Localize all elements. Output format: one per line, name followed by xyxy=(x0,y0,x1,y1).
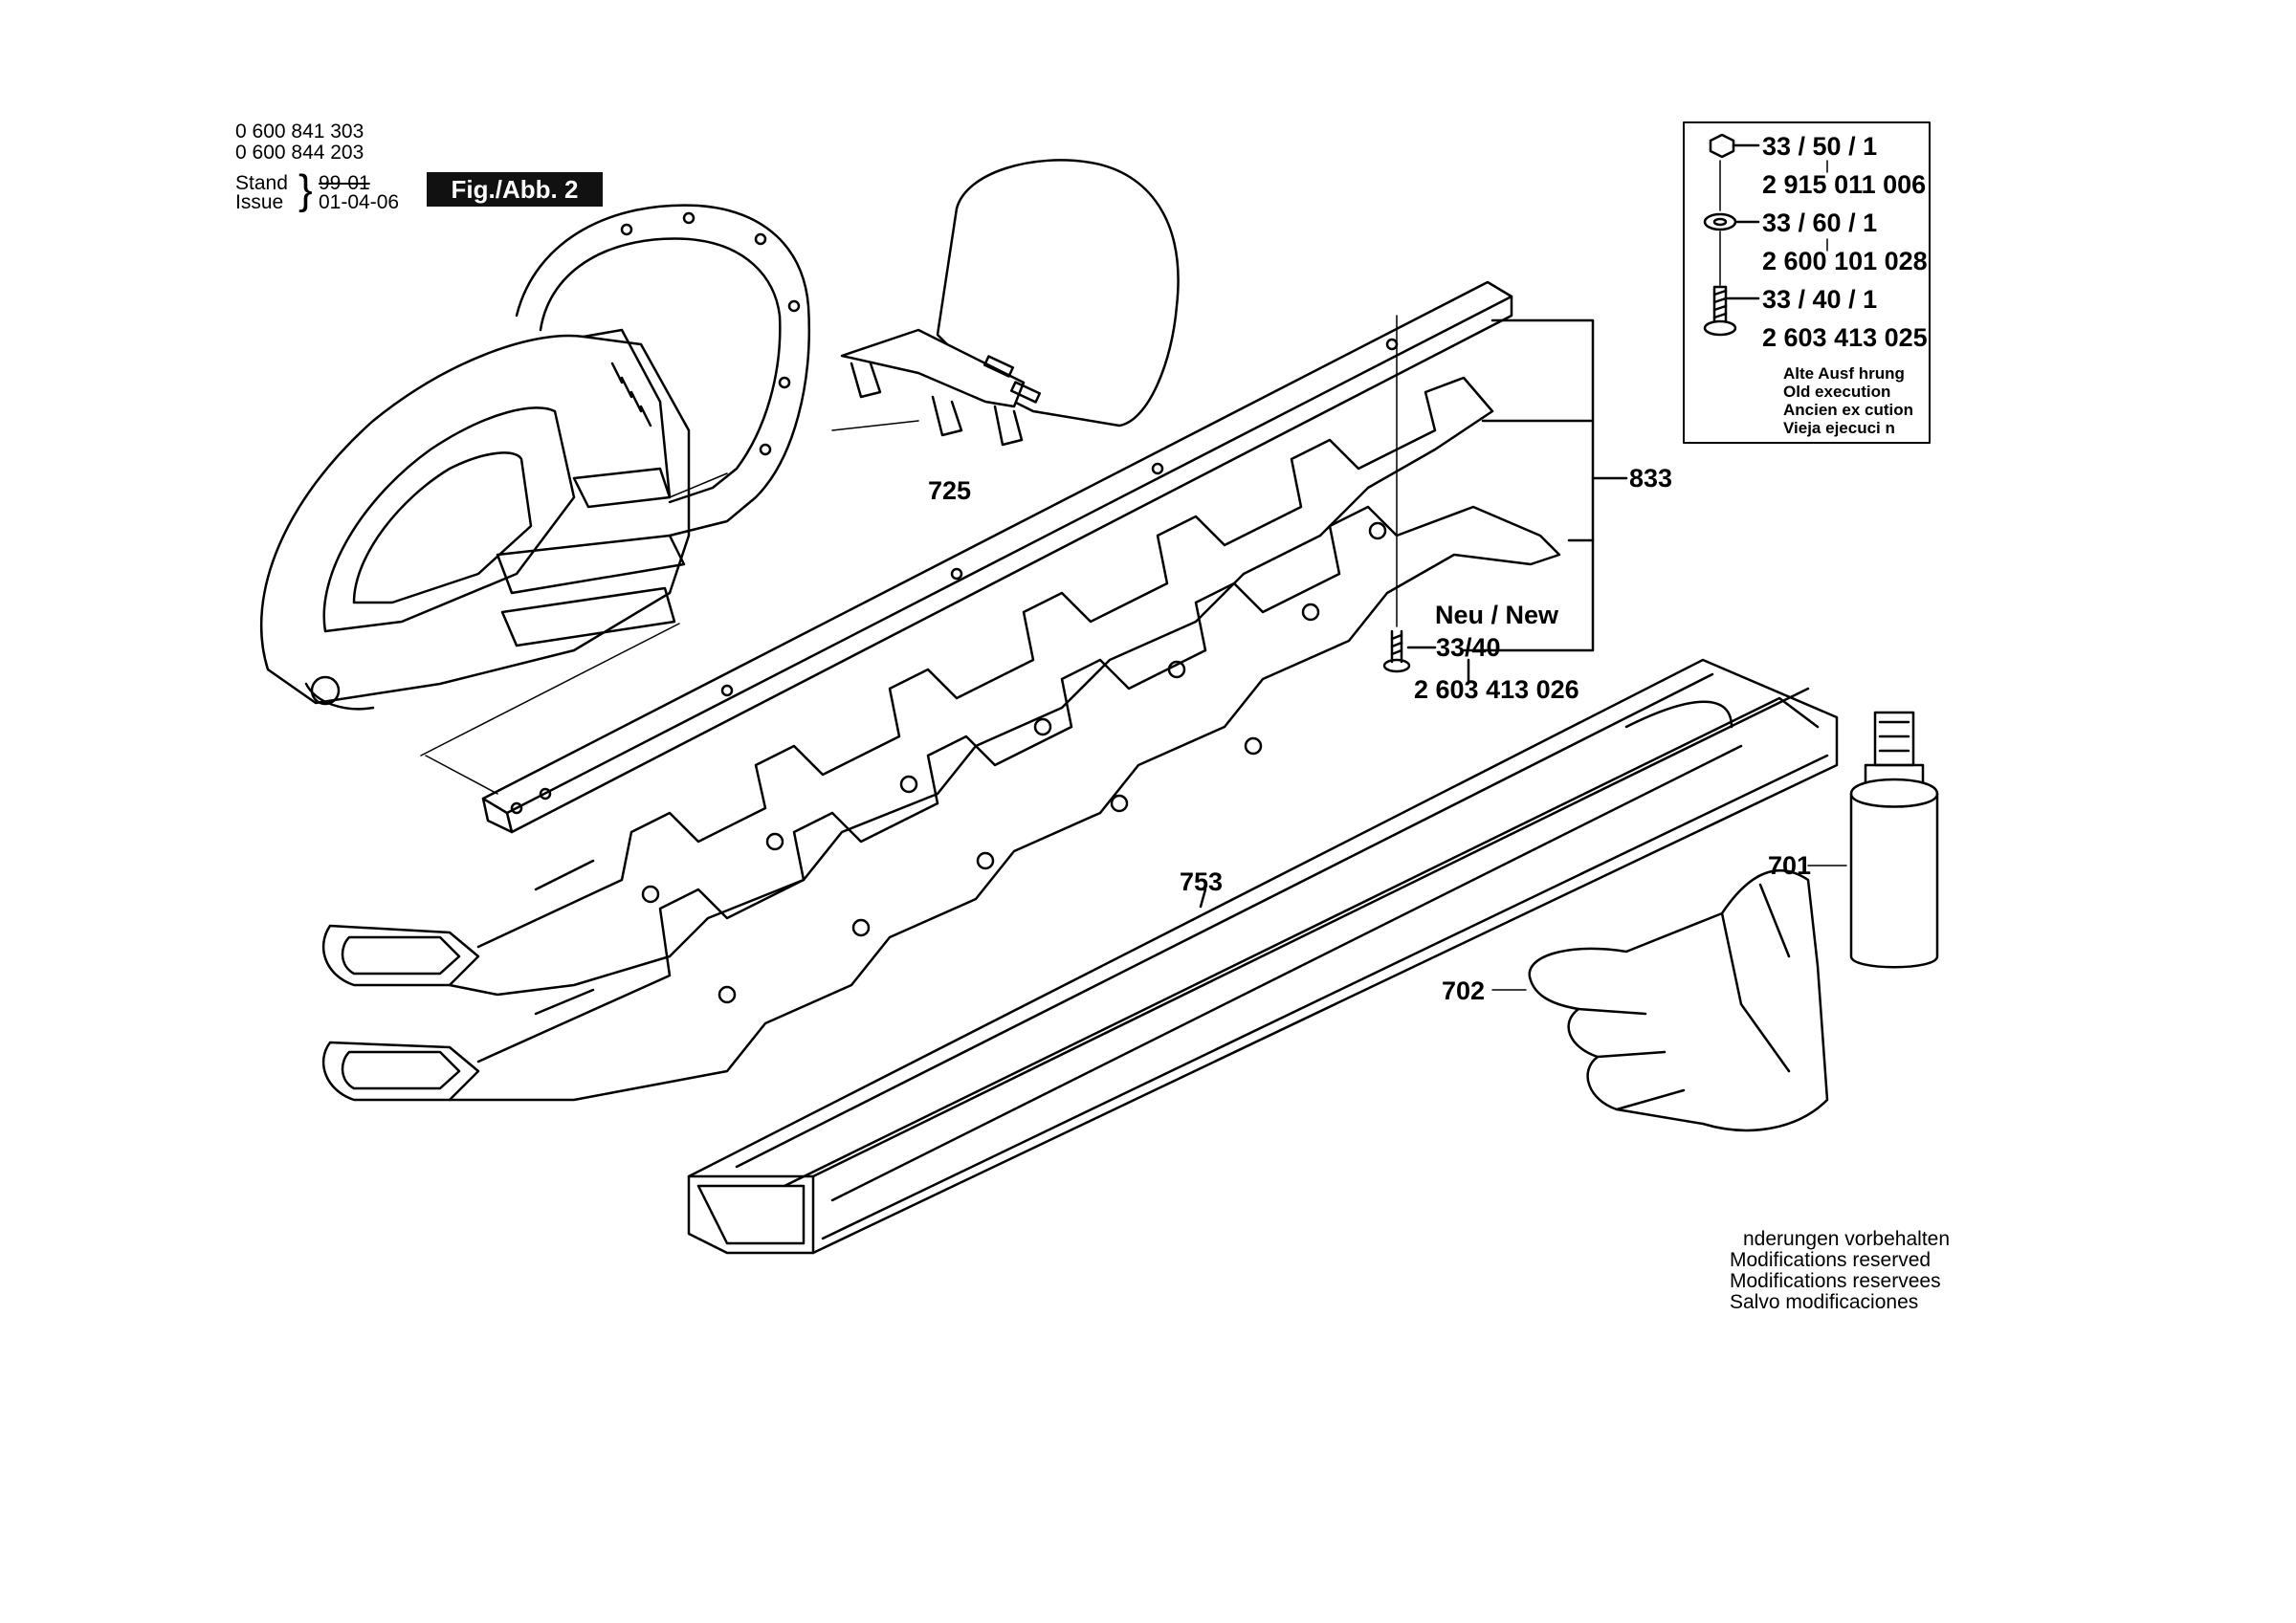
footer-note-en: Modifications reserved xyxy=(1730,1249,1932,1271)
callout-701: 701 xyxy=(1768,851,1812,880)
inset-part-2: 2 600 101 028 xyxy=(1762,247,1928,275)
callout-725: 725 xyxy=(928,476,972,505)
hand-guard xyxy=(515,204,810,537)
inset-ref-3: 33 / 40 / 1 xyxy=(1762,285,1878,314)
new-heading: Neu / New xyxy=(1435,601,1559,629)
blade-guard xyxy=(840,159,1180,447)
issue-label: Issue xyxy=(235,191,284,213)
callout-753: 753 xyxy=(1180,867,1224,896)
screw-icon xyxy=(1703,285,1737,337)
inset-ref-2: 33 / 60 / 1 xyxy=(1762,208,1878,237)
issue-value: 01-04-06 xyxy=(319,191,400,213)
footer-note-de: nderungen vorbehalten xyxy=(1743,1228,1951,1250)
stand-value: 99-01 xyxy=(319,172,370,194)
old-execution-es: Vieja ejecuci n xyxy=(1783,419,1895,437)
motor-housing xyxy=(259,328,691,711)
storage-case xyxy=(687,658,1839,1255)
bracket-833 xyxy=(1462,318,1628,652)
nut-icon xyxy=(1709,133,1735,159)
stand-label: Stand xyxy=(235,172,288,194)
new-screw-part: 2 603 413 026 xyxy=(1414,675,1579,704)
blade-rail xyxy=(481,280,1513,834)
old-execution-en: Old execution xyxy=(1783,383,1891,401)
oil-bottle xyxy=(1807,711,1939,969)
blade-lower xyxy=(321,505,1561,1102)
gloves xyxy=(1491,868,1829,1132)
old-execution-de: Alte Ausf hrung xyxy=(1783,364,1905,383)
old-execution-fr: Ancien ex cution xyxy=(1783,401,1914,419)
washer-icon xyxy=(1703,212,1737,231)
new-screw-icon xyxy=(1382,629,1470,683)
footer-note-es: Salvo modificaciones xyxy=(1730,1291,1919,1313)
part-number-1: 0 600 841 303 xyxy=(235,121,364,143)
figure-badge: Fig./Abb. 2 xyxy=(427,172,603,207)
inset-parts xyxy=(1703,133,1828,337)
inset-part-1: 2 915 011 006 xyxy=(1762,170,1927,199)
footer-note-fr: Modifications reservees xyxy=(1730,1270,1941,1292)
inset-ref-1: 33 / 50 / 1 xyxy=(1762,132,1878,161)
blade-upper xyxy=(321,376,1494,997)
new-screw-ref: 33/40 xyxy=(1436,633,1501,662)
callout-702: 702 xyxy=(1442,976,1486,1005)
brace-icon: } xyxy=(298,166,313,213)
old-execution-inset xyxy=(1683,121,1931,444)
part-number-2: 0 600 844 203 xyxy=(235,142,364,164)
callout-833: 833 xyxy=(1629,464,1673,493)
inset-part-3: 2 603 413 025 xyxy=(1762,323,1928,352)
